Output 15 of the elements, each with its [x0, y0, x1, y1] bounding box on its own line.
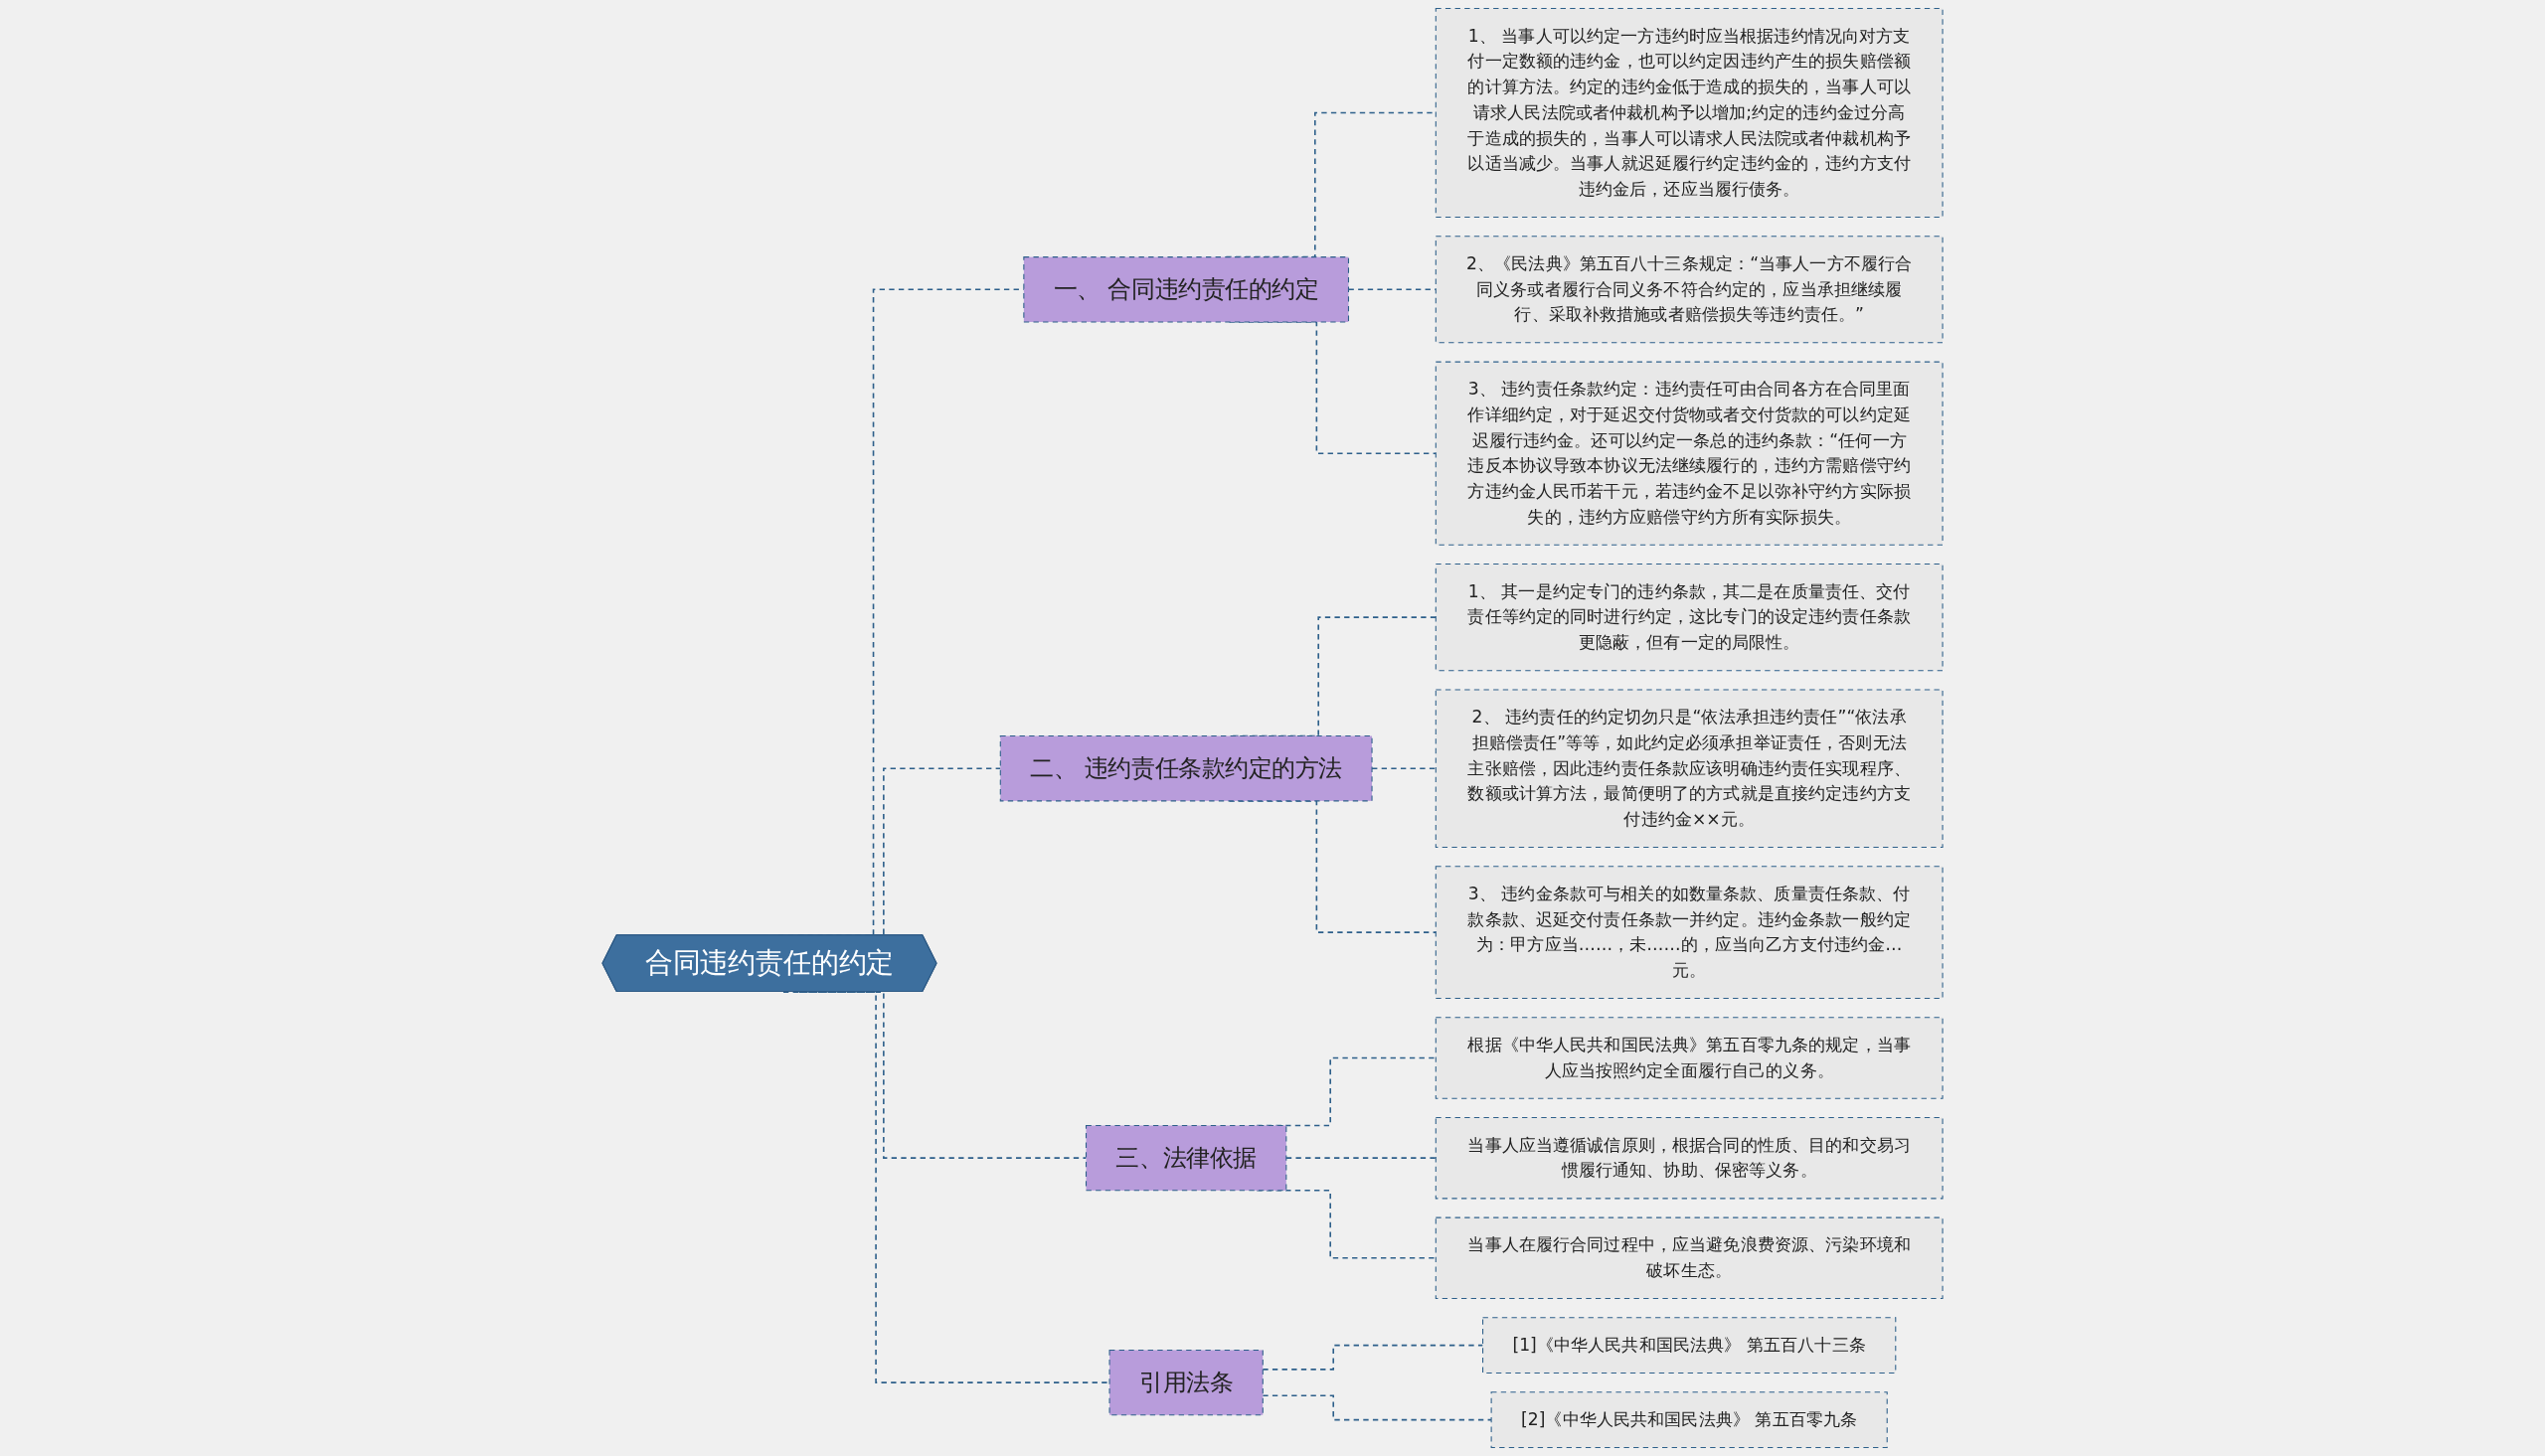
node-box: 引用法条: [1108, 1349, 1264, 1416]
node-box: [1]《中华人民共和国民法典》 第五百八十三条: [1482, 1317, 1897, 1374]
node-box: 1、 其一是约定专门的违约条款，其二是在质量责任、交付责任等约定的同时进行约定，这比专门的设定违约责任条款更隐蔽，但有一定的局限性。: [1435, 564, 1944, 672]
node-box: 一、 合同违约责任的约定: [1023, 256, 1349, 323]
node-box: 当事人应当遵循诚信原则，根据合同的性质、目的和交易习惯履行通知、协助、保密等义务。: [1435, 1116, 1944, 1200]
node-box: 2、 违约责任的约定切勿只是“依法承担违约责任”“依法承担赔偿责任”等等，如此约定必须承担举证责任，否则无法主张赔偿，因此违约责任条款应该明确违约责任实现程序、数额或计算方法，最简便明了的方式就是直接约定违约方支付违约金××元。: [1435, 689, 1944, 848]
node-box: 2、《民法典》第五百八十三条规定：“当事人一方不履行合同义务或者履行合同义务不符合约定的，应当承担继续履行、采取补救措施或者赔偿损失等违约责任。”: [1435, 236, 1944, 344]
node-box: 当事人在履行合同过程中，应当避免浪费资源、污染环境和破坏生态。: [1435, 1216, 1944, 1300]
node-box: 3、 违约责任条款约定：违约责任可由合同各方在合同里面作详细约定，对于延迟交付货物或者交付货款的可以约定延迟履行违约金。还可以约定一条总的违约条款：“任何一方违反本协议导致本协议无法继续履行的，违约方需赔偿守约方违约金人民币若干元，若违约金不足以弥补守约方实际损失的，违约方应赔偿守约方所有实际损失。: [1435, 361, 1944, 546]
node-box: 1、 当事人可以约定一方违约时应当根据违约情况向对方支付一定数额的违约金，也可以约定因违约产生的损失赔偿额的计算方法。约定的违约金低于造成的损失的，当事人可以请求人民法院或者仲裁机构予以增加;约定的违约金过分高于造成的损失的，当事人可以请求人民法院或者仲裁机构予以适当减少。当事人就迟延履行约定违约金的，违约方支付违约金后，还应当履行债务。: [1435, 8, 1944, 218]
node-box: [2]《中华人民共和国民法典》 第五百零九条: [1490, 1391, 1888, 1448]
node-box: 根据《中华人民共和国民法典》第五百零九条的规定，当事人应当按照约定全面履行自己的义务。: [1435, 1017, 1944, 1099]
node-box: 三、法律依据: [1085, 1124, 1287, 1192]
node-box: 3、 违约金条款可与相关的如数量条款、质量责任条款、付款条款、迟延交付责任条款一并约定。违约金条款一般约定为：甲方应当……，未……的，应当向乙方支付违约金…元。: [1435, 866, 1944, 1000]
node-box: 二、 违约责任条款约定的方法: [999, 735, 1373, 802]
